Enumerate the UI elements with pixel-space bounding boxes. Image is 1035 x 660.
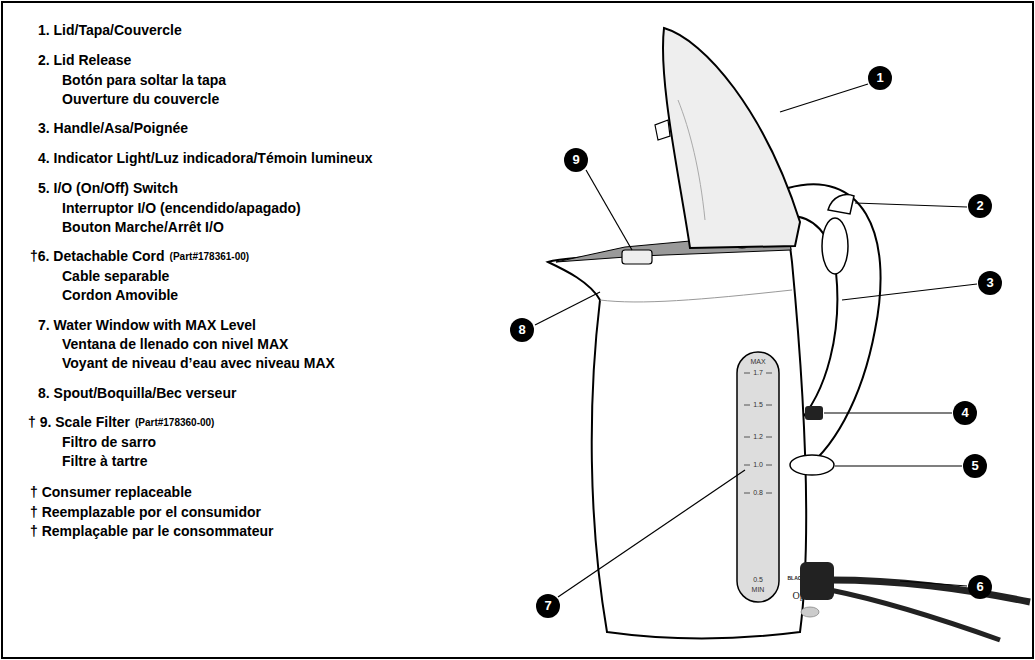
part-number: (Part#178360-00) — [135, 414, 215, 432]
part-name: 5. I/O (On/Off) Switch — [38, 179, 178, 197]
part-name: 4. Indicator Light/Luz indicadora/Témoin… — [38, 149, 372, 167]
callout-circles — [510, 66, 1002, 618]
part-name: Botón para soltar la tapa — [62, 71, 226, 89]
part-name: † Remplaçable par le consommateur — [30, 522, 274, 540]
callout-number: 8 — [518, 323, 525, 337]
callout-number: 9 — [572, 153, 579, 167]
part-name: Cordon Amovible — [62, 286, 178, 304]
part-name: 2. Lid Release — [38, 51, 131, 69]
model-name: OptiBoil — [792, 590, 827, 601]
part-name: 7. Water Window with MAX Level — [38, 316, 256, 334]
level-mark: 1.0 — [753, 461, 763, 469]
part-name: 3. Handle/Asa/Poignée — [38, 119, 188, 137]
part-name: Filtro de sarro — [62, 433, 156, 451]
part-name: Bouton Marche/Arrêt I/O — [62, 218, 224, 236]
level-ticks — [744, 373, 772, 493]
level-mark: MAX — [750, 358, 765, 366]
handle-grip — [822, 218, 848, 274]
lid — [663, 28, 800, 248]
part-name: Voyant de niveau d’eau avec niveau MAX — [62, 354, 335, 372]
water-window — [737, 352, 779, 602]
callout-number: 1 — [876, 71, 883, 85]
part-name: 1. Lid/Tapa/Couvercle — [38, 21, 182, 39]
part-name: Interruptor I/O (encendido/apagado) — [62, 199, 301, 217]
lid-shading — [678, 100, 705, 220]
part-name: †6. Detachable Cord — [30, 247, 165, 265]
level-mark: 0.8 — [753, 489, 763, 497]
level-mark: 1.5 — [753, 401, 763, 409]
brand-name: BLACK & DECKER — [788, 575, 833, 581]
body-shading — [600, 290, 792, 302]
lid-release — [828, 195, 854, 214]
callout-number: 7 — [544, 599, 551, 613]
indicator-light — [805, 406, 823, 420]
part-name: 8. Spout/Boquilla/Bec verseur — [38, 384, 236, 402]
part-name: Filtre à tartre — [62, 452, 148, 470]
on-off-switch — [790, 455, 834, 475]
callout-number: 4 — [961, 406, 968, 420]
callout-number: 3 — [986, 276, 993, 290]
scale-filter — [622, 250, 652, 264]
kettle-body — [548, 246, 806, 639]
callout-number: 2 — [976, 199, 983, 213]
part-name: † Consumer replaceable — [30, 483, 192, 501]
level-mark: MIN — [752, 586, 765, 594]
part-name: Ouverture du couvercle — [62, 90, 219, 108]
lid-tab — [655, 120, 670, 140]
level-mark: 1.2 — [753, 433, 763, 441]
logo-badge — [801, 607, 819, 617]
part-name: † 9. Scale Filter — [28, 413, 130, 431]
part-name: Ventana de llenado con nivel MAX — [62, 335, 288, 353]
level-mark: 0.5 — [753, 576, 763, 584]
leader-lines — [535, 84, 977, 597]
callout-number: 6 — [976, 580, 983, 594]
part-name: Cable separable — [62, 267, 169, 285]
level-mark: 1.7 — [753, 369, 763, 377]
part-number: (Part#178361-00) — [170, 248, 250, 266]
callout-number: 5 — [971, 459, 978, 473]
part-name: † Reemplazable por el consumidor — [30, 503, 261, 521]
